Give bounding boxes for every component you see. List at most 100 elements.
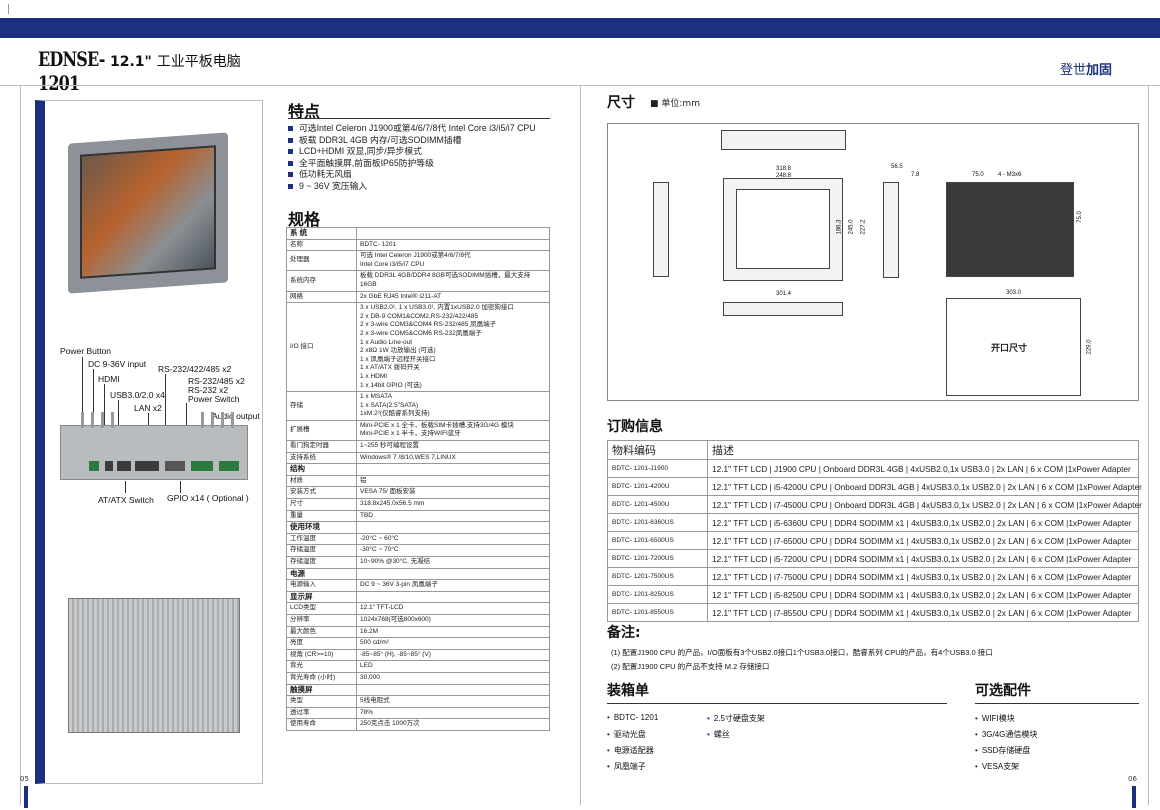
order-description: 12.1" TFT LCD | i7-8550U CPU | DDR4 SODI… [707, 603, 1139, 622]
order-title: 订购信息 [607, 419, 663, 435]
dim-height-1: 186.3 [836, 219, 843, 235]
callout-line [180, 481, 181, 493]
spec-key: 透过率 [286, 706, 357, 720]
spec-key: 视角 (CR>=10) [286, 648, 357, 662]
dim-height-3: 227.2 [860, 219, 867, 235]
dim-depth: 56.5 [891, 164, 903, 170]
spec-value [356, 463, 550, 476]
spec-key: 扩展槽 [286, 419, 357, 442]
spec-key: I/O 接口 [286, 302, 357, 393]
spec-value: -85~85° (H), -85~85° (V) [356, 648, 550, 662]
company-name: 登世加固 [1060, 59, 1112, 78]
left-margin-line [20, 85, 21, 805]
order-model: BDTC- 1201-6500US [607, 531, 708, 550]
company-prefix: 登世 [1059, 63, 1086, 78]
spec-value: Windows® 7 /8/10,WES 7,LINUX [356, 451, 550, 465]
spec-section-row: 系 统 [286, 227, 550, 240]
dim-panel-thickness: 7.8 [911, 172, 920, 178]
note-2: (2) 配置J1900 CPU 的产品不支持 M.2 存储接口 [611, 662, 770, 671]
spec-value: 5线电阻式 [356, 695, 550, 708]
callout-line [118, 400, 119, 427]
feature-item: 9 ~ 36V 宽压输入 [288, 181, 536, 193]
packing-item: BDTC- 1201 [607, 713, 658, 722]
rear-view-image [68, 598, 240, 733]
order-model: BDTC- 1201-7500US [607, 567, 708, 586]
spec-row: 系统内存板载 DDR3L 4GB/DDR4 8GB可选SODIMM插槽，最大支持… [286, 270, 550, 292]
spec-section-row: 使用环境 [286, 521, 550, 534]
order-description: 12.1" TFT LCD | i5-7200U CPU | DDR4 SODI… [707, 549, 1139, 568]
label-rs232-485: RS-232/485 x2 [188, 376, 245, 386]
bottom-view-drawing [723, 302, 843, 316]
crop-mark [8, 4, 9, 14]
spec-section-row: 触摸屏 [286, 683, 550, 697]
note-1: (1) 配置J1900 CPU 的产品，I/O面板有3个USB2.0接口1个US… [611, 648, 993, 657]
spec-section-row: 电源 [286, 567, 550, 581]
spec-value: 16.2M [356, 625, 550, 639]
front-drawing [723, 178, 843, 281]
packing-item: 凤凰端子 [607, 761, 646, 772]
spec-key: 电源 [286, 567, 357, 581]
accessory-item: WIFI模块 [975, 713, 1015, 724]
callout-line [148, 413, 149, 427]
spec-value: TBD [356, 509, 550, 523]
spec-key: 材质 [286, 474, 357, 488]
dimension-drawing: 318.8 248.8 186.3 245.0 227.2 56.5 7.8 7… [607, 123, 1139, 401]
top-banner [0, 18, 1160, 38]
top-view-drawing [721, 130, 846, 150]
dimensions-title: 尺寸 [607, 95, 635, 111]
spec-key: 最大颜色 [286, 625, 357, 639]
feature-item: 可选Intel Celeron J1900或第4/6/7/8代 Intel Co… [288, 123, 536, 135]
label-rs232-422-485: RS-232/422/485 x2 [158, 364, 232, 374]
spec-row: 背光寿命 (小时)30,000 [286, 671, 550, 685]
product-title: 12.1" 工业平板电脑 [110, 51, 241, 71]
spec-key: 存储湿度 [286, 556, 357, 569]
spec-key: 工作温度 [286, 532, 357, 546]
spec-key: 类型 [286, 695, 357, 708]
spec-key: 网络 [286, 290, 357, 304]
product-name: 工业平板电脑 [156, 54, 241, 70]
order-description: 12.1" TFT LCD | i7-4500U CPU | Onboard D… [707, 495, 1142, 514]
spec-key: LCD类型 [286, 602, 357, 615]
front-view-image [68, 132, 228, 294]
spec-key: 显示屏 [286, 590, 357, 604]
packing-divider [607, 703, 947, 704]
label-hdmi: HDMI [98, 374, 120, 384]
order-model: BDTC- 1201-4200U [607, 477, 708, 496]
features-title: 特点 [288, 102, 321, 121]
spec-value: 铝 [356, 474, 550, 488]
dim-bottom-width: 301.4 [776, 291, 792, 297]
spec-key: 系统内存 [286, 270, 357, 292]
callout-line [104, 384, 105, 427]
order-description: 12.1" TFT LCD | i7-7500U CPU | DDR4 SODI… [707, 567, 1139, 586]
spec-title: 规格 [288, 210, 321, 229]
brand-logo: EDNSE-1201 [38, 47, 105, 95]
cutout-label: 开口尺寸 [991, 344, 1028, 354]
packing-title: 装箱单 [607, 683, 649, 699]
spec-key: 尺寸 [286, 498, 357, 511]
accessories-divider [975, 703, 1139, 704]
packing-item: 电源适配器 [607, 745, 654, 756]
label-audio-output: Audio output [212, 411, 260, 421]
feature-item: LCD+HDMI 双显,同步/异步模式 [288, 146, 536, 158]
label-rs232: RS-232 x2 [188, 385, 229, 395]
right-margin-line [1148, 85, 1149, 805]
io-side-view-image [60, 412, 248, 480]
feature-item: 低功耗无风扇 [288, 169, 536, 181]
notes-title: 备注: [607, 625, 641, 641]
spec-row: 材质铝 [286, 474, 550, 488]
spec-value: 10~90% @30°C, 无凝结 [356, 556, 550, 569]
callout-line [186, 403, 187, 427]
spec-value [356, 567, 550, 581]
